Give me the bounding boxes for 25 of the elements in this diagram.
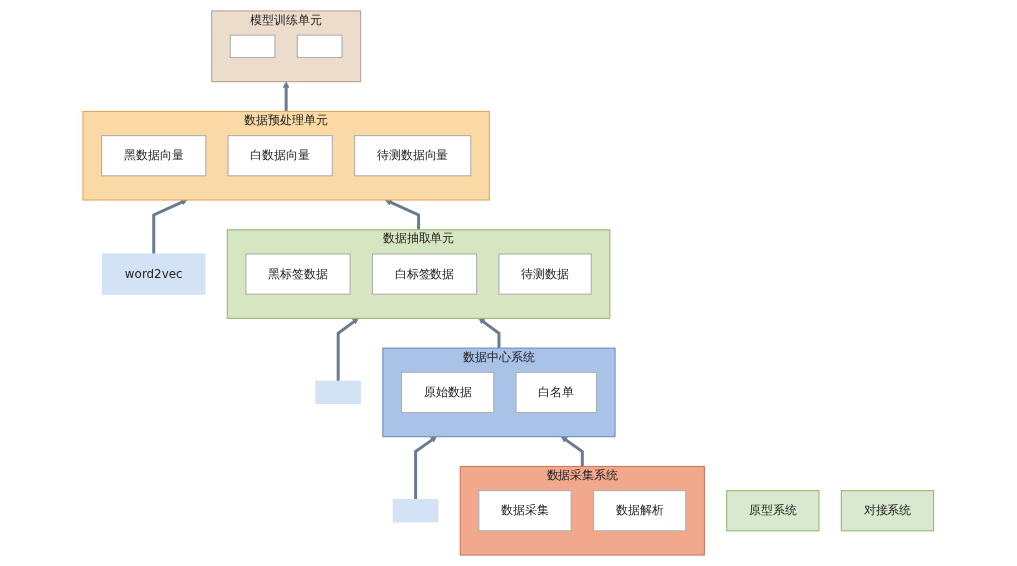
arrow xyxy=(336,318,359,382)
node-box: 白标签数据 xyxy=(372,253,478,295)
node-box: 黑数据向量 xyxy=(101,135,207,177)
node-box xyxy=(315,380,362,405)
node-box: 数据采集 xyxy=(478,490,572,532)
node-box: 白数据向量 xyxy=(227,135,334,177)
node-box: 白名单 xyxy=(515,371,598,414)
node-box: 数据解析 xyxy=(593,490,687,532)
arrow xyxy=(414,436,438,500)
node-box: word2vec xyxy=(102,253,206,295)
arrow xyxy=(478,318,501,349)
node-box: 待测数据向量 xyxy=(354,135,472,177)
node-box: 对接系统 xyxy=(840,490,935,532)
arrow xyxy=(283,81,290,112)
arrow xyxy=(152,199,188,254)
node-box: 待测数据 xyxy=(498,253,592,295)
node-box: 原型系统 xyxy=(726,490,820,532)
node-box xyxy=(229,34,276,59)
node-box xyxy=(296,34,343,59)
node-box xyxy=(392,499,439,523)
arrow xyxy=(385,199,421,230)
arrow xyxy=(561,436,584,467)
node-box: 黑标签数据 xyxy=(245,253,351,295)
node-box: 原始数据 xyxy=(401,371,495,414)
cluster: 模型训练单元 xyxy=(211,10,362,83)
